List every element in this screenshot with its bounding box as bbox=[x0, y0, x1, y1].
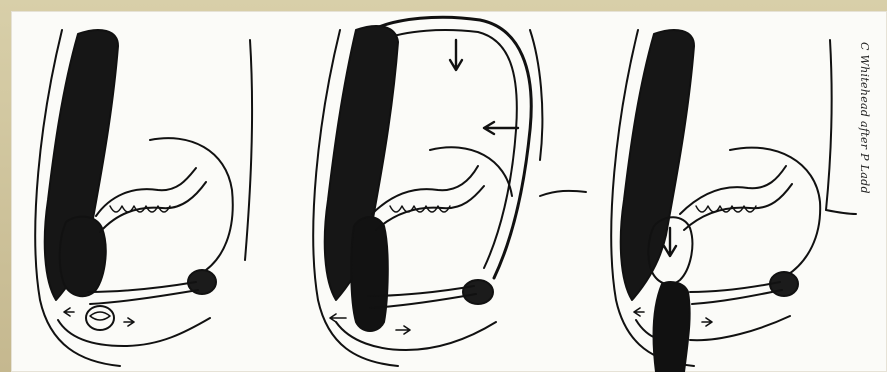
middle-anatomy-panel bbox=[313, 17, 586, 366]
uterus-outline bbox=[150, 138, 233, 274]
arrow-left-bottom bbox=[634, 308, 644, 316]
sphincter-ring bbox=[90, 312, 110, 320]
credit-text: C Whitehead after P Ladd bbox=[858, 42, 871, 194]
arrow-right bbox=[124, 318, 134, 326]
back-line bbox=[826, 40, 832, 210]
intestine-inner bbox=[376, 186, 484, 230]
canal bbox=[88, 282, 196, 292]
uterus-outline bbox=[730, 148, 820, 276]
arrow-right-bottom bbox=[396, 326, 410, 334]
thigh bbox=[826, 210, 856, 214]
rectum bbox=[351, 217, 388, 331]
arrow-left bbox=[484, 122, 518, 134]
arrow-down bbox=[450, 40, 462, 70]
arrow-right-bottom bbox=[702, 318, 712, 326]
arrow-left bbox=[64, 308, 74, 316]
intestine-inner bbox=[684, 184, 792, 230]
thigh bbox=[540, 191, 586, 196]
sphincter bbox=[86, 306, 114, 330]
perineum-right bbox=[690, 316, 790, 340]
uterus-outline bbox=[430, 147, 512, 196]
left-anatomy-panel bbox=[35, 30, 252, 366]
rectum bbox=[60, 217, 106, 297]
right-anatomy-panel bbox=[611, 30, 856, 372]
bladder bbox=[463, 280, 493, 304]
abdominal-wall-inner bbox=[382, 30, 517, 268]
arrow-left-bottom bbox=[330, 314, 346, 322]
sacrum bbox=[621, 30, 694, 300]
stool bbox=[654, 282, 690, 372]
back-line bbox=[245, 40, 252, 260]
canal bbox=[690, 282, 780, 292]
